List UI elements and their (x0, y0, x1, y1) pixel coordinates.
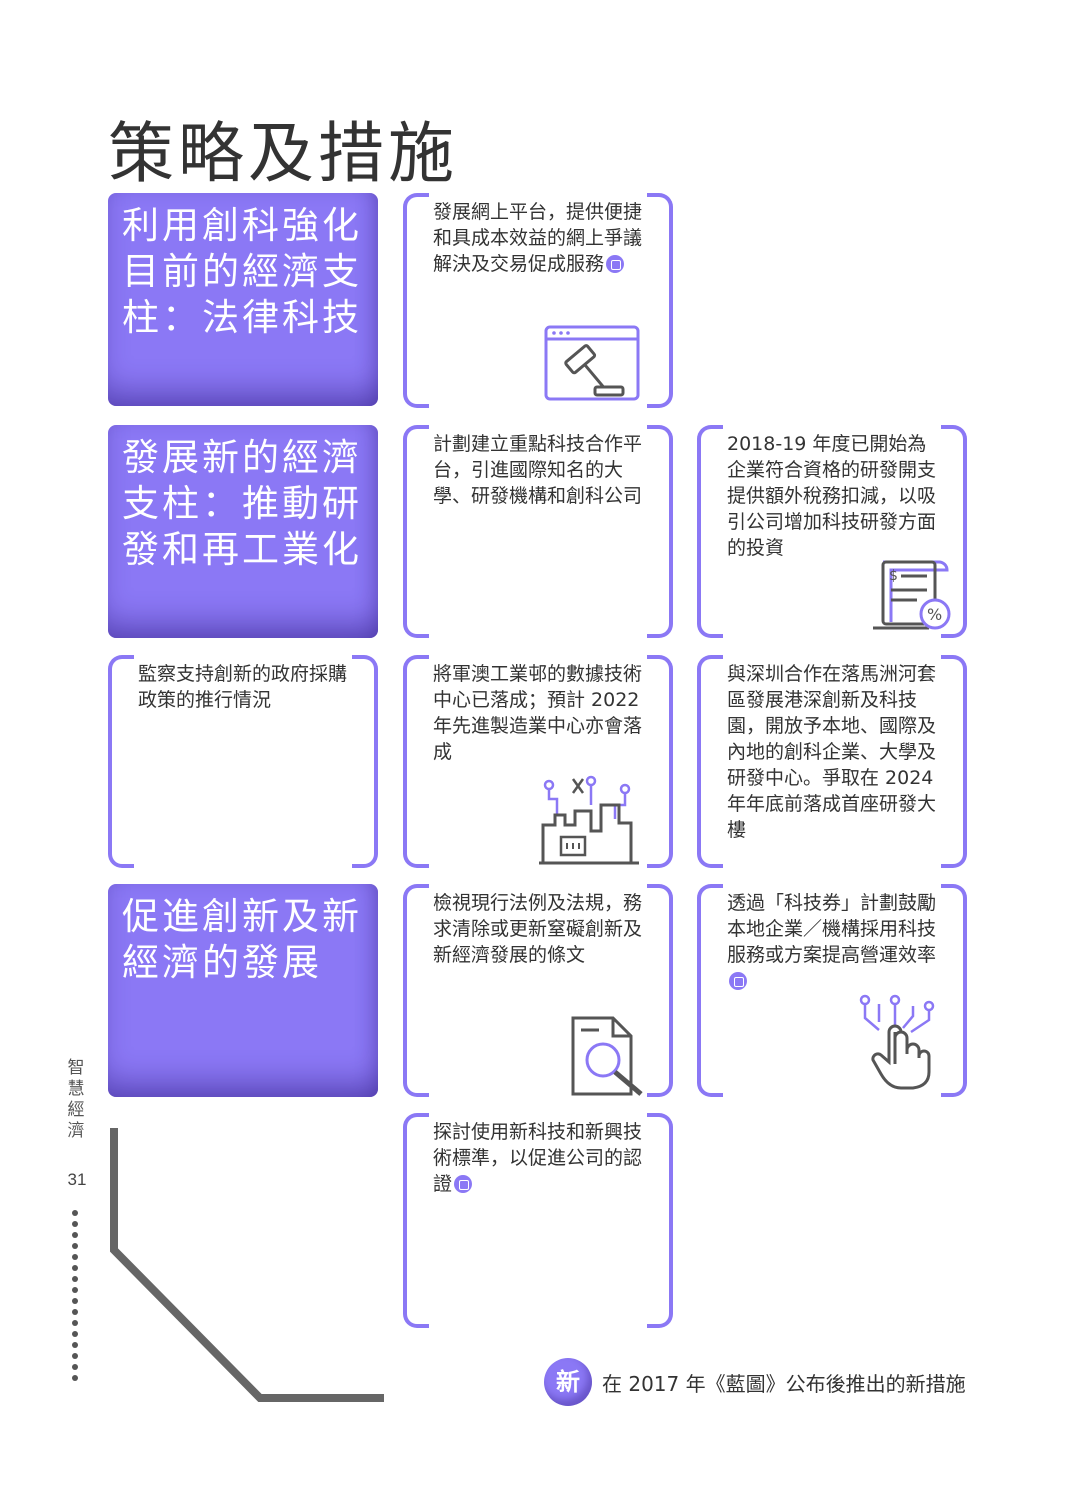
strategy-label: 利用創科強化目前的經濟支柱：法律科技 (122, 204, 362, 339)
measure-online-platform: 發展網上平台，提供便捷和具成本效益的網上爭議解決及交易促成服務 (403, 193, 673, 408)
legend-text: 在 2017 年《藍圖》公布後推出的新措施 (602, 1372, 966, 1396)
measure-text: 透過「科技券」計劃鼓勵本地企業／機構採用科技服務或方案提高營運效率 (727, 890, 945, 994)
new-measure-icon (729, 972, 747, 990)
measure-text: 計劃建立重點科技合作平台，引進國際知名的大學、研發機構和創科公司 (433, 433, 643, 507)
measure-certification: 探討使用新科技和新興技術標準，以促進公司的認證 (403, 1113, 673, 1328)
bracket-right (647, 1113, 673, 1328)
online-court-gavel-icon (544, 325, 640, 401)
bracket-left (403, 193, 429, 408)
bracket-right (647, 425, 673, 638)
strategy-label: 促進創新及新經濟的發展 (122, 895, 362, 984)
bracket-left (697, 655, 723, 868)
measure-text: 檢視現行法例及法規，務求清除或更新窒礙創新及新經濟發展的條文 (433, 892, 643, 966)
bracket-left (697, 884, 723, 1097)
strategy-innovation: 促進創新及新經濟的發展 (108, 884, 378, 1097)
bracket-right (941, 884, 967, 1097)
new-measure-icon (606, 255, 625, 273)
bracket-right (941, 425, 967, 638)
bracket-right (647, 655, 673, 868)
new-badge-icon: 新 (544, 1358, 592, 1406)
bracket-right (647, 193, 673, 408)
bracket-left (108, 655, 134, 868)
measure-text: 探討使用新科技和新興技術標準，以促進公司的認證 (433, 1121, 643, 1195)
measure-review-laws: 檢視現行法例及法規，務求清除或更新窒礙創新及新經濟發展的條文 (403, 884, 673, 1097)
measure-text: 監察支持創新的政府採購政策的推行情況 (138, 663, 348, 711)
bracket-left (403, 884, 429, 1097)
measure-procurement: 監察支持創新的政府採購政策的推行情況 (108, 655, 378, 868)
measure-text: 發展網上平台，提供便捷和具成本效益的網上爭議解決及交易促成服務 (433, 201, 643, 275)
measure-text: 2018-19 年度已開始為企業符合資格的研發開支提供額外稅務扣減，以吸引公司增… (727, 433, 937, 559)
page-title: 策略及措施 (108, 115, 458, 192)
bracket-left (403, 655, 429, 868)
bracket-right (941, 655, 967, 868)
bracket-right (647, 884, 673, 1097)
measure-tech-voucher: 透過「科技券」計劃鼓勵本地企業／機構採用科技服務或方案提高營運效率 (697, 884, 967, 1097)
new-measure-icon (454, 1175, 473, 1193)
measure-tech-collab-platform: 計劃建立重點科技合作平台，引進國際知名的大學、研發機構和創科公司 (403, 425, 673, 638)
tax-document-percent-icon: $ % (873, 560, 951, 630)
document-search-icon (571, 1016, 643, 1096)
measure-text: 將軍澳工業邨的數據技術中心已落成；預計 2022 年先進製造業中心亦會落成 (433, 663, 643, 763)
page-number: 31 (67, 1170, 87, 1189)
svg-text:$: $ (889, 568, 898, 584)
section-vertical-title: 智慧經濟 (67, 1058, 85, 1141)
measure-lok-ma-chau: 與深圳合作在落馬洲河套區發展港深創新及科技園，開放予本地、國際及內地的創科企業、… (697, 655, 967, 868)
measure-data-centre: 將軍澳工業邨的數據技術中心已落成；預計 2022 年先進製造業中心亦會落成 (403, 655, 673, 868)
measure-text: 與深圳合作在落馬洲河套區發展港深創新及科技園，開放予本地、國際及內地的創科企業、… (727, 663, 937, 841)
bracket-left (697, 425, 723, 638)
bracket-left (403, 425, 429, 638)
svg-text:%: % (927, 605, 942, 624)
tech-touch-hand-icon (859, 994, 935, 1090)
strategy-new-pillars: 發展新的經濟支柱：推動研發和再工業化 (108, 425, 378, 638)
bracket-left (403, 1113, 429, 1328)
decorative-corner-line (110, 1128, 384, 1402)
dotted-divider (72, 1210, 80, 1386)
strategy-legal-tech: 利用創科強化目前的經濟支柱：法律科技 (108, 193, 378, 406)
bracket-right (352, 655, 378, 868)
measure-tax-deduction: 2018-19 年度已開始為企業符合資格的研發開支提供額外稅務扣減，以吸引公司增… (697, 425, 967, 638)
strategy-label: 發展新的經濟支柱：推動研發和再工業化 (122, 436, 362, 571)
smart-factory-icon (539, 775, 639, 865)
